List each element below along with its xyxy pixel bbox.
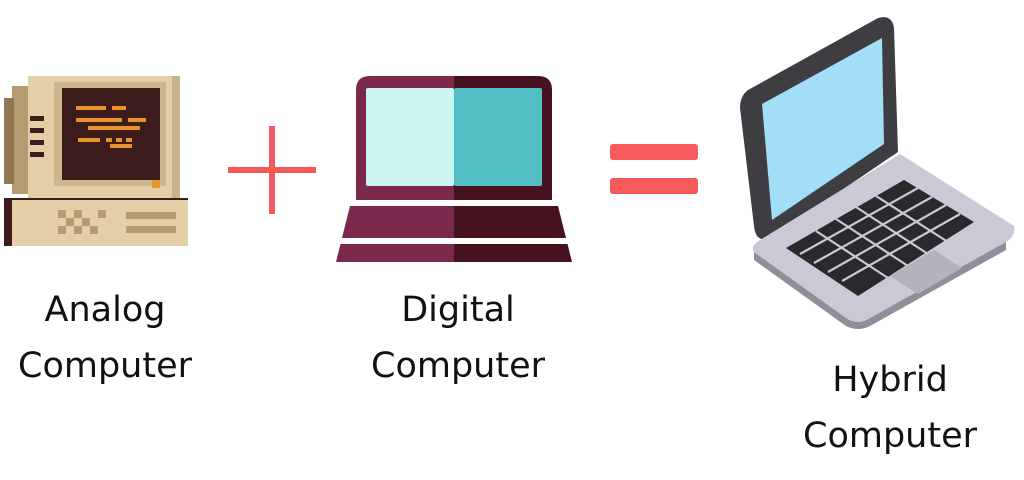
label-line: Analog — [44, 290, 166, 330]
equals-icon — [610, 144, 698, 194]
retro-computer-icon — [4, 76, 188, 246]
laptop-front-icon — [336, 76, 572, 262]
label-line: Computer — [371, 346, 545, 386]
laptop-angled-icon — [740, 17, 1015, 329]
analog-computer-label: Analog Computer — [0, 282, 210, 394]
label-line: Digital — [401, 290, 515, 330]
hybrid-computer-label: Hybrid Computer — [780, 352, 1000, 464]
label-line: Hybrid — [832, 360, 948, 400]
label-line: Computer — [803, 416, 977, 456]
label-line: Computer — [18, 346, 192, 386]
digital-computer-label: Digital Computer — [348, 282, 568, 394]
plus-icon — [228, 126, 316, 214]
